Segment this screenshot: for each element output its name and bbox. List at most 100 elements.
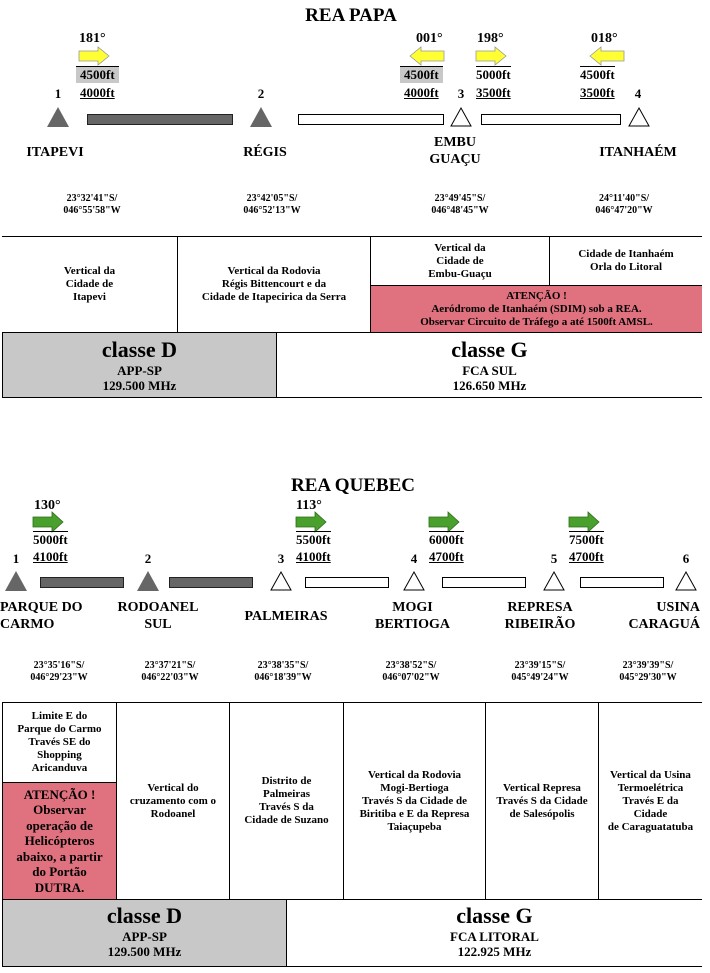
papa-class-d: classe D APP-SP 129.500 MHz xyxy=(2,332,277,398)
class-label: classe D xyxy=(101,337,178,362)
quebec-alt-upper-1: 5000ft xyxy=(33,531,68,547)
unit-label: APP-SP xyxy=(122,929,167,944)
quebec-alt-upper-2: 5500ft xyxy=(296,531,331,547)
quebec-heading-2: 113° xyxy=(296,498,322,513)
quebec-class-d: classe D APP-SP 129.500 MHz xyxy=(2,899,287,967)
papa-alt-lower-2: 4000ft xyxy=(404,85,439,100)
arrow-left-icon xyxy=(589,46,625,66)
quebec-cell-4: Vertical da Rodovia Mogi-Bertioga Través… xyxy=(343,702,486,900)
papa-wp-name-2: RÉGIS xyxy=(243,145,287,160)
papa-title: REA PAPA xyxy=(305,5,397,26)
waypoint-triangle-icon xyxy=(450,106,472,127)
waypoint-triangle-icon xyxy=(270,570,292,591)
quebec-wp-name-5: REPRESA RIBEIRÃO xyxy=(504,600,576,632)
segment-bar xyxy=(40,577,124,588)
papa-wp-coord-4: 24°11'40"S/046°47'20"W xyxy=(595,193,653,216)
arrow-right-icon xyxy=(295,511,327,533)
quebec-cell-2: Vertical do cruzamento com o Rodoanel xyxy=(116,702,230,900)
quebec-wp-number-4: 4 xyxy=(410,551,418,566)
quebec-wp-number-6: 6 xyxy=(682,551,690,566)
papa-alt-lower-1: 4000ft xyxy=(80,85,115,100)
quebec-title: REA QUEBEC xyxy=(290,475,416,496)
papa-heading-2: 001° xyxy=(416,31,443,46)
papa-alt-upper-4: 4500ft xyxy=(580,66,615,82)
papa-wp-coord-3: 23°49'45"S/046°48'45"W xyxy=(431,193,489,216)
class-label: classe G xyxy=(456,903,533,928)
segment-bar xyxy=(305,577,389,588)
papa-class-g: classe G FCA SUL 126.650 MHz xyxy=(276,332,702,398)
unit-label: APP-SP xyxy=(117,363,162,378)
papa-heading-4: 018° xyxy=(591,31,618,46)
segment-bar xyxy=(169,577,253,588)
frequency-label: 129.500 MHz xyxy=(107,944,182,959)
waypoint-triangle-icon xyxy=(47,107,69,127)
quebec-class-g: classe G FCA LITORAL 122.925 MHz xyxy=(286,899,702,967)
quebec-alt-upper-4: 7500ft xyxy=(569,531,604,547)
papa-wp-coord-2: 23°42'05"S/046°52'13"W xyxy=(243,193,301,216)
waypoint-triangle-icon xyxy=(137,571,159,591)
waypoint-triangle-icon xyxy=(250,107,272,127)
arrow-right-icon xyxy=(428,511,460,533)
waypoint-triangle-icon xyxy=(628,106,650,127)
quebec-wp-name-6: USINA CARAGUÁ xyxy=(628,600,700,632)
quebec-alt-lower-4: 4700ft xyxy=(569,549,604,564)
quebec-alt-lower-2: 4100ft xyxy=(296,549,331,564)
frequency-label: 129.500 MHz xyxy=(102,378,177,393)
quebec-wp-name-2: RODOANEL SUL xyxy=(117,600,199,632)
papa-cell-2: Vertical da Rodovia Régis Bittencourt e … xyxy=(177,236,371,333)
papa-alt-upper-1: 4500ft xyxy=(76,66,119,83)
arrow-left-icon xyxy=(409,46,445,66)
papa-wp-number-4: 4 xyxy=(634,86,642,101)
waypoint-triangle-icon xyxy=(403,570,425,591)
quebec-cell-5: Vertical Represa Través S da Cidade de S… xyxy=(485,702,599,900)
quebec-wp-number-2: 2 xyxy=(144,551,152,566)
quebec-wp-coord-3: 23°38'35"S/046°18'39"W xyxy=(254,660,312,683)
papa-wp-coord-1: 23°32'41"S/046°55'58"W xyxy=(63,193,121,216)
quebec-wp-number-1: 1 xyxy=(12,551,20,566)
quebec-wp-coord-4: 23°38'52"S/046°07'02"W xyxy=(382,660,440,683)
quebec-wp-number-3: 3 xyxy=(277,551,285,566)
papa-cell-3: Vertical da Cidade de Embu-Guaçu xyxy=(370,236,550,286)
papa-alert: ATENÇÃO ! Aeródromo de Itanhaém (SDIM) s… xyxy=(370,285,702,333)
quebec-cell-1: Limite E do Parque do Carmo Través SE do… xyxy=(2,702,117,783)
papa-alt-lower-3: 3500ft xyxy=(476,85,511,100)
papa-wp-number-3: 3 xyxy=(457,86,465,101)
papa-wp-number-1: 1 xyxy=(54,86,62,101)
waypoint-triangle-icon xyxy=(5,571,27,591)
quebec-cell-3: Distrito de Palmeiras Través S da Cidade… xyxy=(229,702,344,900)
arrow-right-icon xyxy=(568,511,600,533)
quebec-wp-name-1: PARQUE DO CARMO xyxy=(0,600,83,632)
quebec-alt-lower-3: 4700ft xyxy=(429,549,464,564)
quebec-wp-name-4: MOGI BERTIOGA xyxy=(375,600,450,632)
papa-heading-3: 198° xyxy=(477,31,504,46)
segment-bar xyxy=(580,577,664,588)
segment-bar xyxy=(298,114,444,125)
papa-wp-name-4: ITANHAÉM xyxy=(599,145,677,160)
unit-label: FCA LITORAL xyxy=(450,929,539,944)
quebec-heading-1: 130° xyxy=(34,498,61,513)
quebec-alt-lower-1: 4100ft xyxy=(33,549,68,564)
papa-wp-name-3: EMBU GUAÇU xyxy=(429,135,481,167)
quebec-wp-name-3: PALMEIRAS xyxy=(244,609,328,624)
segment-bar xyxy=(481,114,621,125)
frequency-label: 126.650 MHz xyxy=(452,378,527,393)
frequency-label: 122.925 MHz xyxy=(457,944,532,959)
waypoint-triangle-icon xyxy=(675,570,697,591)
papa-cell-1: Vertical da Cidade de Itapevi xyxy=(2,236,178,333)
segment-bar xyxy=(87,114,233,125)
quebec-alert: ATENÇÃO ! Observar operação de Helicópte… xyxy=(2,782,117,900)
quebec-wp-coord-6: 23°39'39"S/045°29'30"W xyxy=(619,660,677,683)
segment-bar xyxy=(442,577,526,588)
papa-alt-lower-4: 3500ft xyxy=(580,85,615,100)
papa-cell-4: Cidade de Itanhaém Orla do Litoral xyxy=(549,236,702,286)
quebec-alt-upper-3: 6000ft xyxy=(429,531,464,547)
arrow-right-icon xyxy=(32,511,64,533)
waypoint-triangle-icon xyxy=(543,570,565,591)
papa-alt-upper-2: 4500ft xyxy=(400,66,443,83)
class-label: classe G xyxy=(451,337,528,362)
quebec-wp-coord-1: 23°35'16"S/046°29'23"W xyxy=(30,660,88,683)
quebec-cell-6: Vertical da Usina Termoelétrica Través E… xyxy=(598,702,702,900)
papa-wp-name-1: ITAPEVI xyxy=(26,145,84,160)
unit-label: FCA SUL xyxy=(462,363,517,378)
quebec-wp-coord-5: 23°39'15"S/045°49'24"W xyxy=(511,660,569,683)
